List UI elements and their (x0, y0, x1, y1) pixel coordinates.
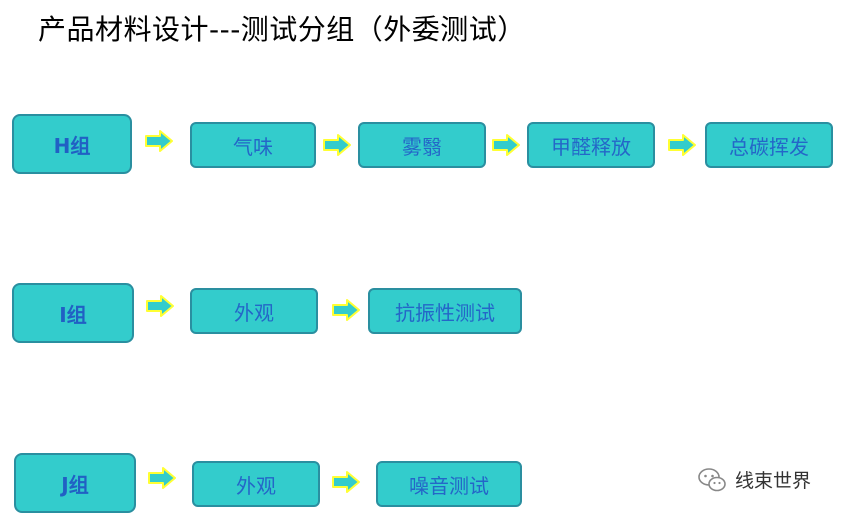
arrow-icon (668, 134, 696, 156)
group-box-j: J组 (14, 453, 136, 513)
arrow-icon (332, 299, 360, 321)
step-box-h-1: 气味 (190, 122, 316, 168)
arrow-icon (492, 134, 520, 156)
page-title: 产品材料设计---测试分组（外委测试） (38, 13, 526, 46)
group-box-h: H组 (12, 114, 132, 174)
arrow-icon (332, 471, 360, 493)
watermark-text: 线束世界 (735, 470, 812, 492)
watermark: 线束世界 (697, 466, 811, 493)
step-box-h-4: 总碳挥发 (705, 122, 833, 168)
step-box-h-3: 甲醛释放 (527, 122, 655, 168)
arrow-icon (146, 295, 174, 317)
step-box-i-1: 外观 (190, 288, 318, 334)
group-box-i: I组 (12, 283, 134, 343)
step-box-j-1: 外观 (192, 461, 320, 507)
step-box-j-2: 噪音测试 (376, 461, 522, 507)
arrow-icon (323, 134, 351, 156)
arrow-icon (145, 130, 173, 152)
step-box-h-2: 雾翳 (358, 122, 486, 168)
step-box-i-2: 抗振性测试 (368, 288, 522, 334)
arrow-icon (148, 467, 176, 489)
wechat-icon (698, 467, 726, 491)
